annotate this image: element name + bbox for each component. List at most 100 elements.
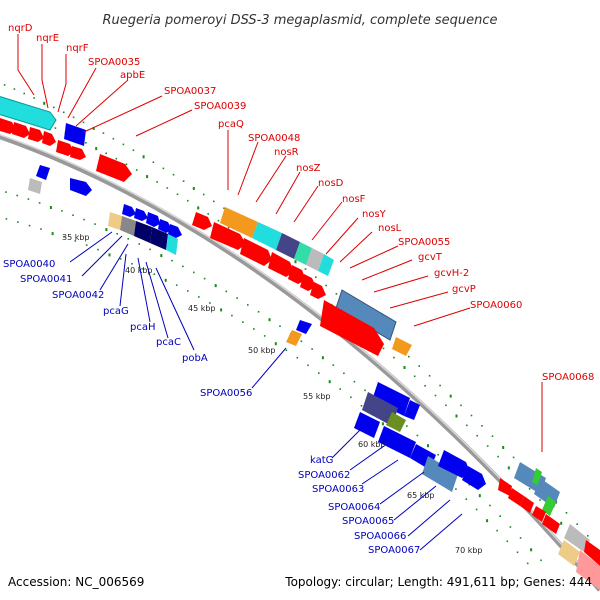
tick-dot <box>74 240 77 242</box>
kbp-tick-60: 60 kbp <box>358 440 386 449</box>
tick-dot <box>54 127 57 129</box>
tick-dot <box>172 173 175 176</box>
tick-dot <box>427 444 429 448</box>
tick-dot <box>146 175 149 179</box>
tick-dot <box>16 194 18 197</box>
tick-dot <box>43 101 46 105</box>
label-nqrF: nqrF <box>66 43 89 54</box>
label-katG: katG <box>310 455 333 466</box>
tick-dot <box>509 526 512 528</box>
label-nosD: nosD <box>318 178 344 189</box>
tick-dot <box>560 521 563 525</box>
kbp-tick-50: 50 kbp <box>248 346 276 355</box>
tick-dot <box>416 434 419 437</box>
tick-dot <box>5 218 8 220</box>
label-SPOA0041: SPOA0041 <box>20 274 72 285</box>
feature-cluster-nqr <box>0 96 132 196</box>
tick-dot <box>455 488 457 490</box>
tick-dot <box>465 498 468 500</box>
tick-dot <box>304 268 307 270</box>
tick-dot <box>476 434 478 437</box>
inner-gene-leaders <box>69 231 463 551</box>
tick-dot <box>27 198 30 200</box>
tick-dot <box>486 519 489 523</box>
tick-dot <box>526 562 529 565</box>
label-SPOA0056: SPOA0056 <box>200 388 252 399</box>
tick-dot <box>285 349 288 352</box>
footer-accession: Accession: NC_006569 <box>8 575 144 589</box>
tick-dot <box>403 366 406 369</box>
label-SPOA0067: SPOA0067 <box>368 545 420 556</box>
label-SPOA0040: SPOA0040 <box>3 259 55 270</box>
tick-dot <box>162 167 165 170</box>
tick-dot <box>565 512 568 514</box>
tick-dot <box>175 284 178 286</box>
outer-gene-label-text: nqrD nqrE nqrF SPOA0035 apbE SPOA0037 SP… <box>8 23 594 383</box>
label-SPOA0055: SPOA0055 <box>398 237 450 248</box>
tick-dot <box>325 284 327 287</box>
kbp-tick-labels: 35 kbp 40 kbp 45 kbp 50 kbp 55 kbp 60 kb… <box>62 233 483 555</box>
tick-dot <box>116 233 118 235</box>
tick-dot <box>247 304 249 306</box>
label-SPOA0060: SPOA0060 <box>470 300 522 311</box>
tick-dot <box>491 435 494 437</box>
label-SPOA0066: SPOA0066 <box>354 531 406 542</box>
label-SPOA0065: SPOA0065 <box>342 516 394 527</box>
tick-dot <box>135 169 138 171</box>
feature-cluster-nos <box>192 207 412 356</box>
tick-dot <box>156 181 158 183</box>
tick-dot <box>481 425 483 427</box>
kbp-tick-65: 65 kbp <box>407 491 435 500</box>
kbp-tick-45: 45 kbp <box>188 304 216 313</box>
label-pobA: pobA <box>182 353 208 364</box>
feature-cluster-katg <box>354 382 486 492</box>
tick-dot <box>507 466 510 470</box>
map-title: Ruegeria pomeroyi DSS-3 megaplasmid, com… <box>102 13 497 28</box>
tick-dot <box>328 380 331 384</box>
label-SPOA0035: SPOA0035 <box>88 57 140 68</box>
tick-dot <box>105 152 107 155</box>
tick-dot <box>576 523 578 525</box>
tick-dot <box>61 210 63 212</box>
label-gcvH-2: gcvH-2 <box>434 268 469 279</box>
label-nosL: nosL <box>378 223 402 234</box>
tick-dot <box>131 263 133 265</box>
tick-dot <box>166 187 169 189</box>
tick-dot <box>499 515 501 517</box>
feature-cluster-spoa0068 <box>498 462 600 590</box>
tick-dot <box>315 276 317 278</box>
tick-dot <box>530 548 533 552</box>
tick-dot <box>470 414 473 417</box>
tick-dot <box>335 293 338 295</box>
tick-dot <box>408 355 410 358</box>
tick-dot <box>164 278 167 282</box>
outer-gene-labels <box>17 34 543 452</box>
tick-dot <box>160 254 163 258</box>
tick-dot <box>434 394 437 397</box>
tick-dot <box>540 559 542 562</box>
tick-dot <box>353 380 356 383</box>
tick-dot <box>364 389 366 392</box>
kbp-tick-55: 55 kbp <box>303 392 331 401</box>
label-SPOA0037: SPOA0037 <box>164 86 216 97</box>
tick-dot <box>153 273 156 275</box>
tick-dot <box>62 111 65 114</box>
label-gcvT: gcvT <box>418 252 443 263</box>
tick-dot <box>17 221 19 223</box>
tick-dot <box>382 347 385 350</box>
tick-dot <box>85 244 88 246</box>
tick-dot <box>108 253 111 257</box>
tick-dot <box>112 137 115 140</box>
tick-dot <box>350 396 352 399</box>
tick-dot <box>63 236 65 238</box>
label-SPOA0039: SPOA0039 <box>194 101 246 112</box>
tick-dot <box>149 248 151 251</box>
tick-dot <box>274 342 277 346</box>
tick-dot <box>512 456 515 459</box>
footer-summary: Topology: circular; Length: 491,611 bp; … <box>284 575 592 589</box>
tick-dot <box>496 529 498 532</box>
label-SPOA0048: SPOA0048 <box>248 133 300 144</box>
tick-dot <box>460 404 462 407</box>
tick-dot <box>516 551 519 554</box>
